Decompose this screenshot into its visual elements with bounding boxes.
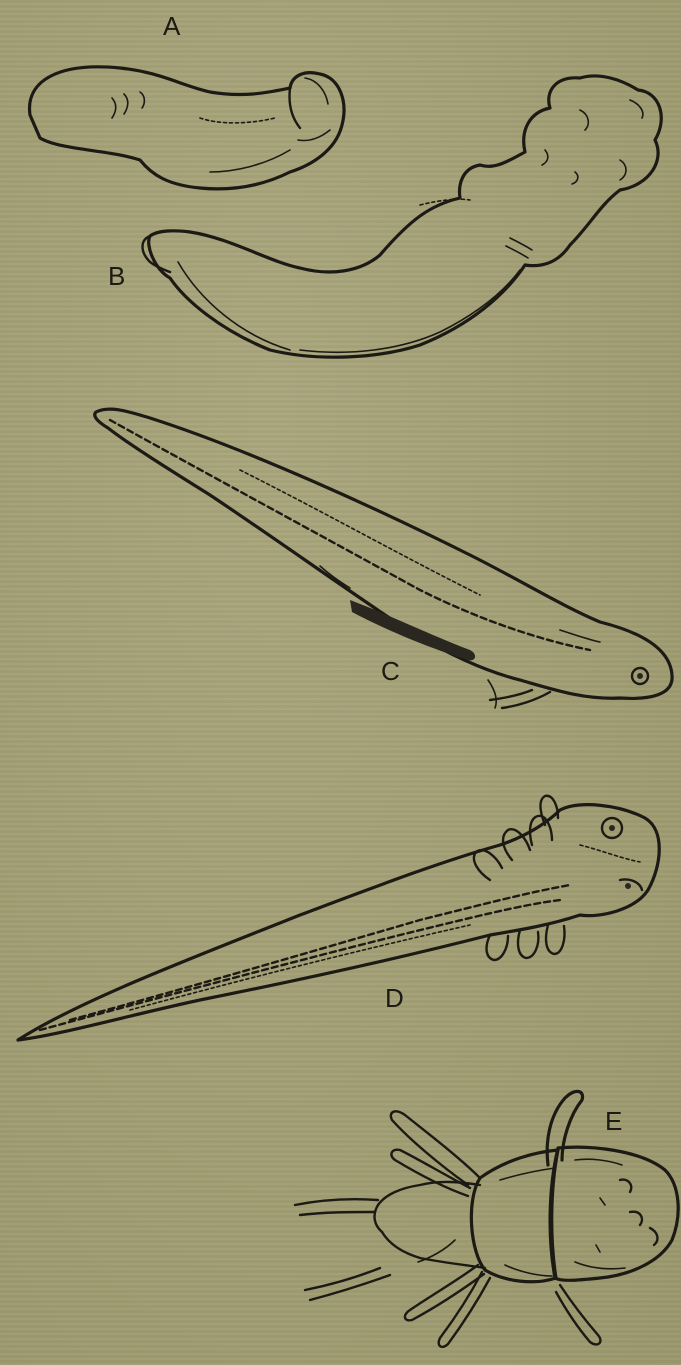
larva-stage-d [18,796,659,1040]
label-e: E [605,1108,622,1134]
label-b: B [108,263,125,289]
label-a: A [163,13,180,39]
embryo-stage-b [143,76,662,357]
embryo-stage-a [30,67,344,189]
label-d: D [385,985,404,1011]
label-c: C [381,658,400,684]
